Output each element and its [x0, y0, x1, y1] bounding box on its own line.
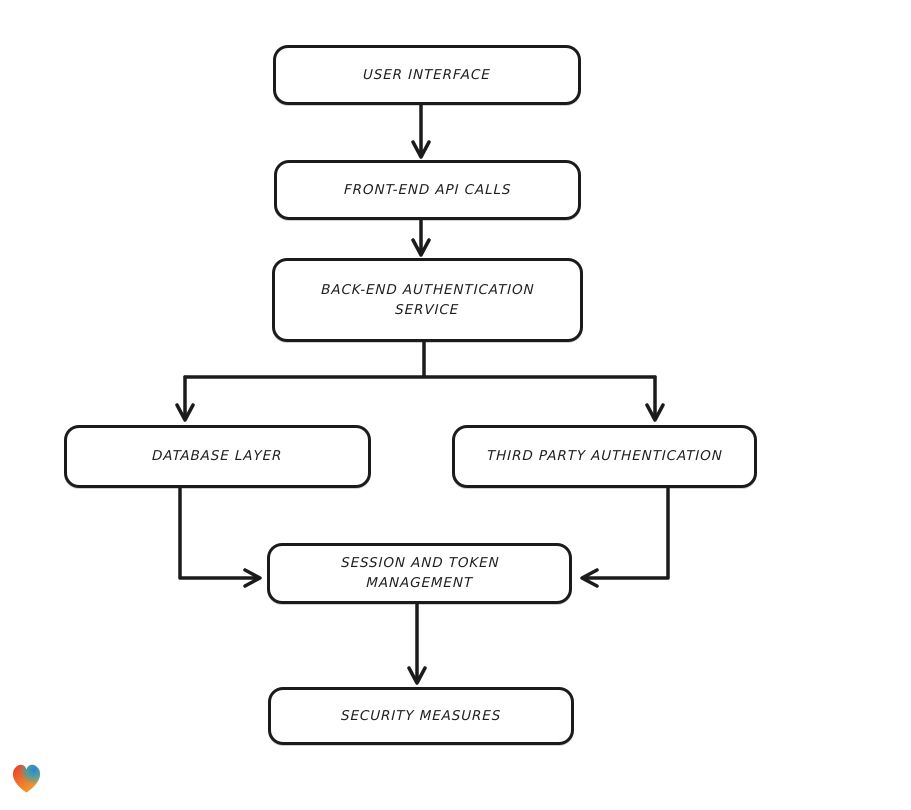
node-front-end-api-calls: FRONT-END API CALLS: [274, 160, 581, 220]
edge-db-to-session: [178, 487, 262, 588]
edge-backend-branch: [175, 341, 665, 422]
node-label: SESSION AND TOKEN MANAGEMENT: [340, 555, 500, 592]
heart-gradient-icon: [12, 764, 41, 793]
node-back-end-authentication-service: BACK-END AUTHENTICATION SERVICE: [272, 258, 583, 342]
node-database-layer: DATABASE LAYER: [64, 425, 371, 488]
node-label: BACK-END AUTHENTICATION SERVICE: [320, 281, 535, 318]
node-label: USER INTERFACE: [362, 66, 492, 83]
node-third-party-authentication: THIRD PARTY AUTHENTICATION: [452, 425, 757, 488]
edge-ui-to-api: [411, 104, 431, 159]
node-label: FRONT-END API CALLS: [343, 181, 512, 198]
node-label: SECURITY MEASURES: [340, 707, 502, 724]
edge-api-to-backend: [411, 219, 431, 257]
node-session-and-token-management: SESSION AND TOKEN MANAGEMENT: [267, 543, 572, 604]
node-user-interface: USER INTERFACE: [273, 45, 581, 105]
edge-third-to-session: [580, 487, 670, 588]
node-security-measures: SECURITY MEASURES: [268, 687, 574, 745]
node-label: THIRD PARTY AUTHENTICATION: [486, 448, 723, 465]
node-label: DATABASE LAYER: [152, 448, 283, 465]
edge-session-to-security: [407, 603, 427, 685]
